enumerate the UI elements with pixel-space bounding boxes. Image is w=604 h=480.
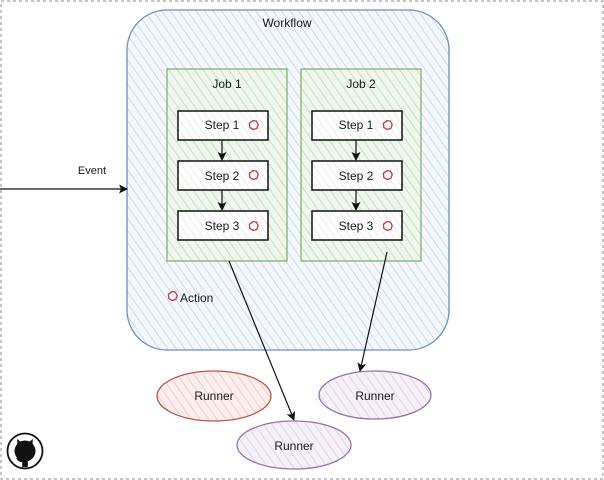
action-icon bbox=[248, 169, 259, 181]
job-1-step-1[interactable]: Step 1 bbox=[177, 110, 269, 141]
job-1-step-3[interactable]: Step 3 bbox=[177, 210, 269, 241]
job-2-step-1[interactable]: Step 1 bbox=[311, 110, 403, 141]
action-legend: Action bbox=[167, 290, 213, 305]
workflow-title: Workflow bbox=[262, 16, 311, 30]
runner-label: Runner bbox=[194, 389, 233, 403]
job-2-step-3[interactable]: Step 3 bbox=[311, 210, 403, 241]
job-2-step-2[interactable]: Step 2 bbox=[311, 160, 403, 191]
action-legend-label: Action bbox=[180, 291, 213, 305]
action-icon bbox=[382, 220, 393, 232]
runner-purple-bottom[interactable]: Runner bbox=[236, 420, 352, 470]
runner-label: Runner bbox=[355, 389, 394, 403]
step-label: Step 2 bbox=[205, 169, 240, 183]
job-1-step-2[interactable]: Step 2 bbox=[177, 160, 269, 191]
step-label: Step 3 bbox=[205, 219, 240, 233]
runner-purple-right[interactable]: Runner bbox=[318, 370, 432, 420]
action-icon bbox=[167, 290, 178, 302]
arrow-job2-to-runner[interactable] bbox=[357, 251, 388, 372]
action-icon bbox=[382, 119, 393, 131]
runner-label: Runner bbox=[274, 439, 313, 453]
runner-red[interactable]: Runner bbox=[156, 370, 272, 422]
step-label: Step 3 bbox=[339, 219, 374, 233]
action-icon bbox=[248, 220, 259, 232]
job-1-title: Job 1 bbox=[212, 77, 242, 91]
github-icon bbox=[6, 432, 44, 470]
step-label: Step 1 bbox=[205, 118, 240, 132]
arrow-job1-to-runner[interactable] bbox=[228, 260, 296, 421]
job-2-title: Job 2 bbox=[346, 77, 376, 91]
action-icon bbox=[382, 169, 393, 181]
event-label: Event bbox=[78, 165, 106, 177]
step-label: Step 2 bbox=[339, 169, 374, 183]
event-arrow[interactable]: Event bbox=[0, 165, 128, 194]
step-label: Step 1 bbox=[339, 118, 374, 132]
action-icon bbox=[248, 119, 259, 131]
